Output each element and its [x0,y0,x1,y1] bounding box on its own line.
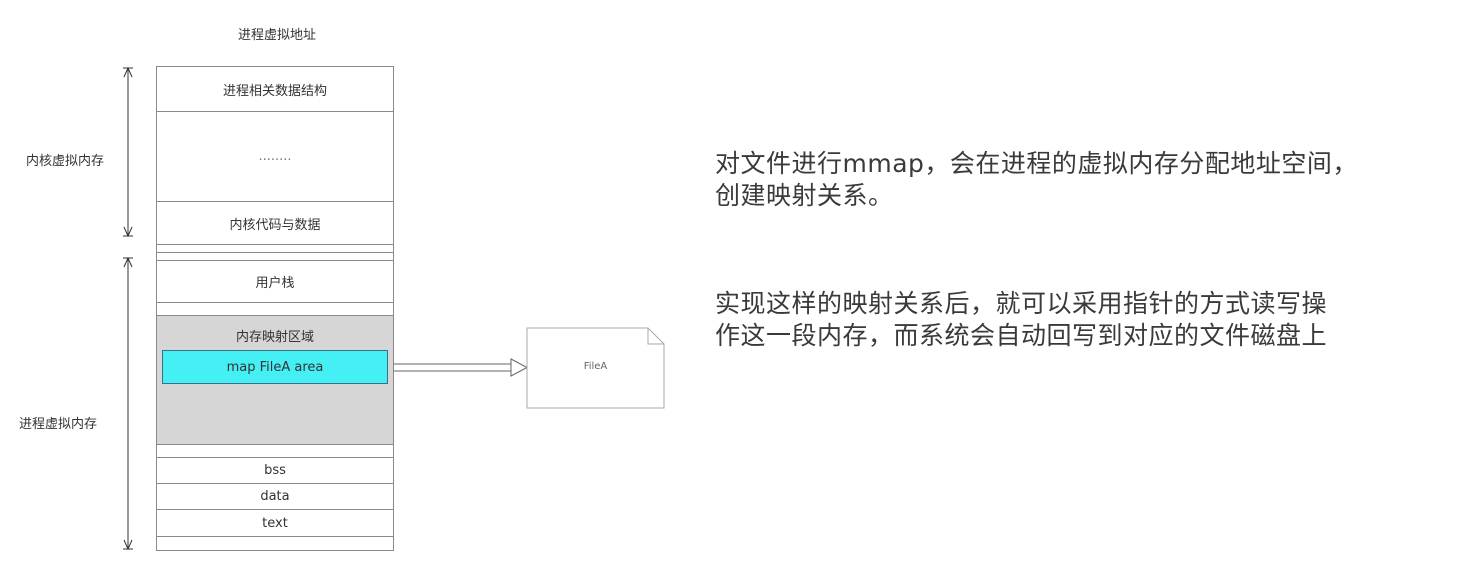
diagram-title: 进程虚拟地址 [237,28,316,43]
kernel-memory-label: 内核虚拟内存 [26,154,105,169]
file-label: FileA [583,361,608,372]
map-filea-area: map FileA area [162,350,388,384]
note-paragraph-1: 对文件进行mmap，会在进程的虚拟内存分配地址空间， 创建映射关系。 [715,148,1455,212]
segment-gap-3 [157,303,393,316]
mapping-arrow [389,358,529,377]
segment-gap-2 [157,253,393,261]
memory-stack: 进程相关数据结构 ........ 内核代码与数据 用户栈 内存映射区域 map… [156,66,394,551]
mmap-region-label: 内存映射区域 [235,330,314,345]
segment-text: text [157,510,393,537]
segment-gap-1 [157,245,393,253]
note-1-line-2: 创建映射关系。 [715,181,894,210]
note-2-line-1: 实现这样的映射关系后，就可以采用指针的方式读写操 [715,289,1328,318]
note-2-line-2: 作这一段内存，而系统会自动回写到对应的文件磁盘上 [715,321,1328,350]
segment-kernel-code: 内核代码与数据 [157,202,393,245]
process-bracket [123,256,133,551]
segment-bss: bss [157,458,393,484]
file-document-icon [526,327,665,409]
segment-process-structs: 进程相关数据结构 [157,67,393,112]
note-1-line-1: 对文件进行mmap，会在进程的虚拟内存分配地址空间， [715,149,1358,178]
segment-gap-4 [157,445,393,458]
segment-mmap-region: 内存映射区域 map FileA area [157,316,393,445]
segment-user-stack: 用户栈 [157,261,393,303]
segment-ellipsis: ........ [157,112,393,202]
process-memory-label: 进程虚拟内存 [19,417,98,432]
note-paragraph-2: 实现这样的映射关系后，就可以采用指针的方式读写操 作这一段内存，而系统会自动回写… [715,288,1455,352]
kernel-bracket [123,66,133,238]
segment-data: data [157,484,393,510]
